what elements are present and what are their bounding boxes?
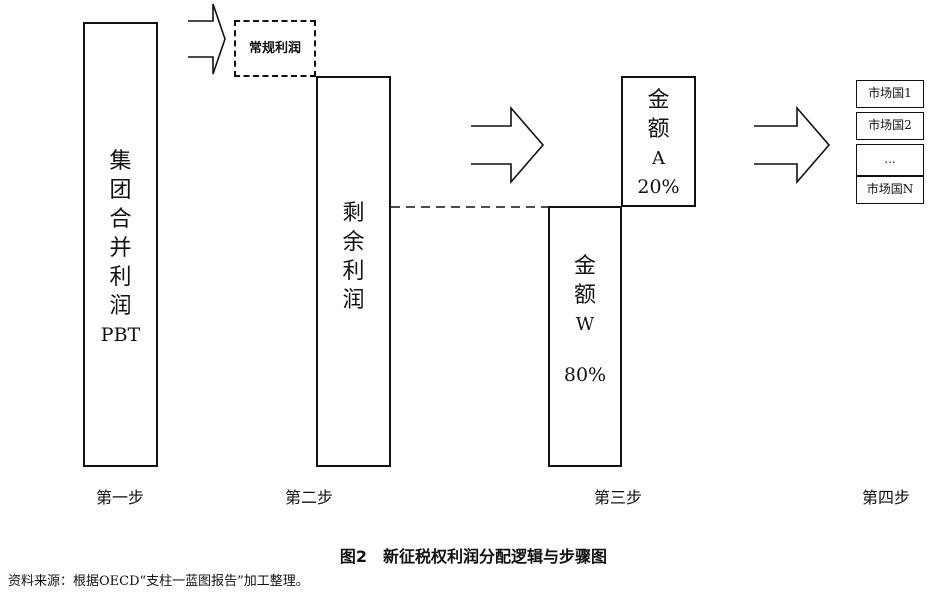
- amount-w-text: 金 额 W 80%: [550, 252, 620, 390]
- routine-profit-box: 常规利润: [234, 20, 316, 77]
- amount-w-percent: 80%: [563, 364, 607, 386]
- group-profit-text: 集 团 合 并 利 润 PBT: [100, 149, 141, 346]
- figure-title: 图2 新征税权利润分配逻辑与步骤图: [339, 547, 608, 566]
- market-country-1: 市场国1: [856, 80, 924, 108]
- arrow-right-icon: [188, 3, 226, 75]
- arrow-right-icon: [471, 105, 545, 185]
- group-profit-box: 集 团 合 并 利 润 PBT: [83, 22, 158, 467]
- residual-profit-box: 剩 余 利 润: [316, 76, 391, 467]
- arrow-right-icon: [754, 105, 831, 185]
- amount-a-box: 金 额 A 20%: [621, 76, 696, 207]
- market-country-ellipsis: ...: [856, 144, 924, 176]
- residual-profit-text: 剩 余 利 润: [342, 201, 365, 313]
- dashed-connector: [391, 206, 549, 208]
- step4-label: 第四步: [862, 488, 911, 507]
- amount-w-box: 金 额 W 80%: [548, 206, 622, 467]
- step3-label: 第三步: [594, 488, 643, 507]
- amount-a-text: 金 额 A 20%: [623, 86, 694, 202]
- market-country-2: 市场国2: [856, 112, 924, 140]
- step2-label: 第二步: [285, 488, 334, 507]
- amount-a-percent: 20%: [637, 176, 680, 198]
- source-note: 资料来源：根据OECD“支柱一蓝图报告”加工整理。: [8, 574, 309, 589]
- step1-label: 第一步: [96, 488, 145, 507]
- market-country-n: 市场国N: [856, 176, 924, 204]
